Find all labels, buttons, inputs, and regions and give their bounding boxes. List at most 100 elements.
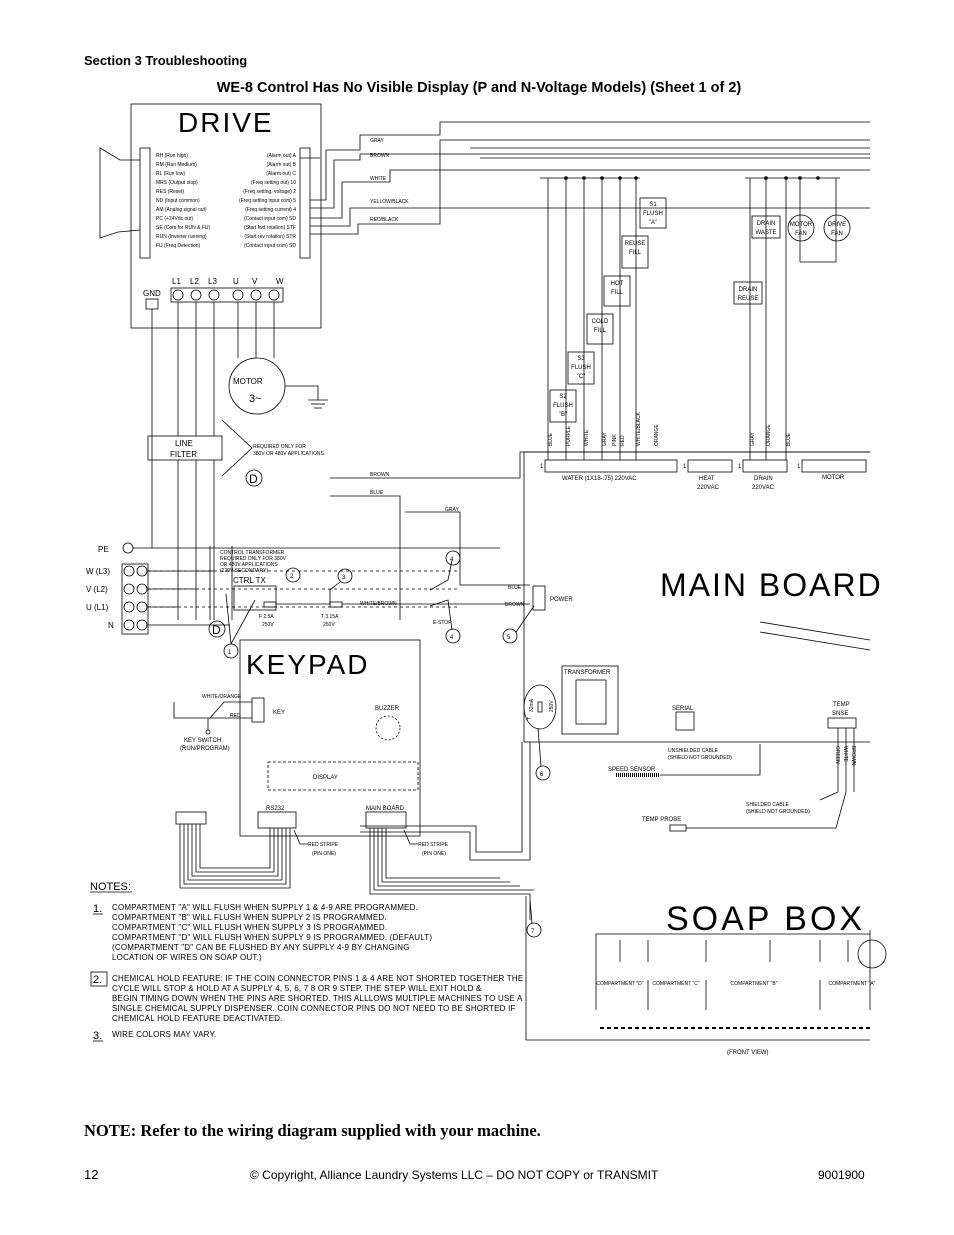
drive-power-screws [172, 289, 280, 301]
callout-5 [502, 628, 518, 644]
callout-3-label: 3 [342, 575, 346, 581]
keypad-key-label: KEY [273, 710, 285, 716]
callout-6-label: 6 [540, 772, 544, 778]
soap-box-title: SOAP BOX [666, 900, 865, 938]
power-label: POWER [550, 597, 573, 603]
heat-connector [687, 459, 733, 473]
valve-reuse-l1: REUSE [625, 241, 646, 247]
line-filter-label2: FILTER [170, 450, 197, 459]
drive-term-fu: FU (Freq Detection) [156, 243, 201, 249]
mb-fuse-volt: 250V [549, 700, 555, 712]
wire-label-yellow-black: YELLOW/BLACK [370, 199, 409, 205]
note-2-line-3: BEGIN TIMING DOWN WHEN THE PINS ARE SHOR… [112, 994, 523, 1003]
supply-w: W (L3) [86, 567, 110, 576]
callout-4-bottom [445, 628, 461, 644]
filter-note-line1: REQUIRED ONLY FOR [253, 444, 306, 450]
drive-term-stf: (Start fwd rotation) STF [244, 225, 296, 231]
compartment-a-l1: COMPARTMENT "A" [829, 981, 876, 987]
drive-term-sd1: (Contact input com) SD [244, 216, 296, 222]
mb-fuse-32ma [523, 684, 557, 730]
note-2-num: 2. [93, 974, 102, 986]
temp-probe [669, 824, 687, 832]
motor-connector [801, 459, 867, 473]
callout-5-label: 5 [507, 635, 511, 641]
drive-box [130, 103, 322, 329]
temp-probe-label: TEMP PROBE [642, 817, 681, 823]
motor-connector-label: MOTOR [822, 475, 845, 481]
soap-box-dividers [619, 940, 849, 1010]
drive-term-b: (Alarm out) B [267, 162, 297, 168]
note-3-text: WIRE COLORS MAY VARY. [112, 1030, 216, 1039]
motor-label: MOTOR [233, 377, 263, 386]
drive-term-5: (Freq setting input com) 5 [239, 198, 296, 204]
keypad-key-connector [251, 697, 265, 723]
callout-4-bottom-label: 4 [450, 635, 454, 641]
wire-label-red-black: RED/BLACK [370, 217, 399, 223]
mid-wire-brown: BROWN [370, 472, 390, 478]
drive-right-connector [299, 147, 311, 259]
valve-s3-l1: S3 [577, 356, 585, 362]
keypad-display [267, 761, 419, 791]
drain-reuse-l1: DRAIN [739, 287, 758, 293]
drive-term-10: (Freq setting out) 10 [251, 180, 296, 186]
vwire-red: RED [620, 435, 626, 446]
temp-wire-white: WHITE [842, 746, 848, 763]
note-2-line-2: CYCLE WILL STOP & HOLD AT A SUPPLY 4, 5,… [112, 984, 482, 993]
red-stripe-1a: RED STRIPE [308, 842, 339, 848]
valve-cold-l1: COLD [592, 319, 609, 325]
note-2-line-5: CHEMICAL HOLD FEATURE DEACTIVATED. [112, 1014, 283, 1023]
callout-6 [535, 765, 551, 781]
ctrl-note-2: REQUIRED ONLY FOR 380V [220, 556, 287, 562]
supply-terminal-block [121, 542, 149, 635]
mb-temp-label2: SNSE [832, 711, 848, 717]
wire-label-brown: BROWN [370, 153, 390, 159]
vwire-gray: GRAY [602, 432, 608, 446]
valve-s2-l1: S2 [559, 394, 567, 400]
drain-waste-l1: DRAIN [757, 221, 776, 227]
mb-fuse-ma: 32mA [529, 698, 535, 712]
drive-pwr-u: U [233, 277, 239, 286]
diagram-title: WE-8 Control Has No Visible Display (P a… [216, 80, 742, 96]
callout-7 [526, 922, 542, 938]
red-stripe-1b: (PIN ONE) [312, 851, 336, 857]
note-2-box [90, 971, 108, 987]
rs232-cable [179, 824, 291, 889]
speed-sensor-label: SPEED SENSOR [608, 767, 656, 773]
red-stripe-2a: RED STRIPE [418, 842, 449, 848]
drive-term-str: (Start rev rotation) STR [244, 234, 296, 240]
d-marker-top [245, 469, 263, 487]
vwire-orange2: ORANGE [766, 424, 772, 446]
drive-pwr-l1: L1 [172, 277, 181, 286]
drive-pwr-l3: L3 [208, 277, 217, 286]
note-2-line-4: SINGLE CHEMICAL SUPPLY DISPENSER. COIN C… [112, 1004, 516, 1013]
temp-wire-green: GREEN [834, 746, 840, 764]
d-marker-top-label: D [249, 472, 258, 486]
drive-term-4: (Freq setting,current) 4 [245, 207, 296, 213]
footer-note: NOTE: Refer to the wiring diagram suppli… [84, 1121, 541, 1140]
compartment-d-l1: COMPARTMENT "D" [596, 981, 643, 987]
filter-note-line2: 380V OR 480V APPLICATIONS. [253, 451, 325, 457]
compartment-c-l1: COMPARTMENT "C" [652, 981, 699, 987]
drain-voltage-label: 220VAC [752, 485, 775, 491]
unshielded-label-1: UNSHIELDED CABLE [668, 748, 719, 754]
valve-s3-l3: "C" [577, 374, 586, 380]
valve-cold-l2: FILL [594, 328, 607, 334]
d-marker-bottom [208, 620, 226, 638]
callout-7-label: 7 [531, 929, 535, 935]
notes-title: NOTES: [90, 881, 131, 893]
mb-serial-port [675, 711, 695, 731]
water-connector [544, 459, 678, 473]
valve-s2-l3: "B" [559, 412, 567, 418]
mb-temp-label1: TEMP [833, 702, 850, 708]
motor-pin1: 1 [797, 464, 801, 470]
keypad-buzzer [375, 715, 401, 741]
key-switch-label1: KEY SWITCH [184, 738, 221, 744]
water-pin1: 1 [540, 464, 544, 470]
power-brown-label: BROWN [505, 602, 525, 608]
key-switch-label2: (RUN/PROGRAM) [180, 746, 230, 752]
valve-s1-l3: "A" [649, 220, 657, 226]
heat-pin1: 1 [683, 464, 687, 470]
valve-reuse-l2: FILL [629, 250, 642, 256]
mb-serial-label: SERIAL [672, 706, 694, 712]
